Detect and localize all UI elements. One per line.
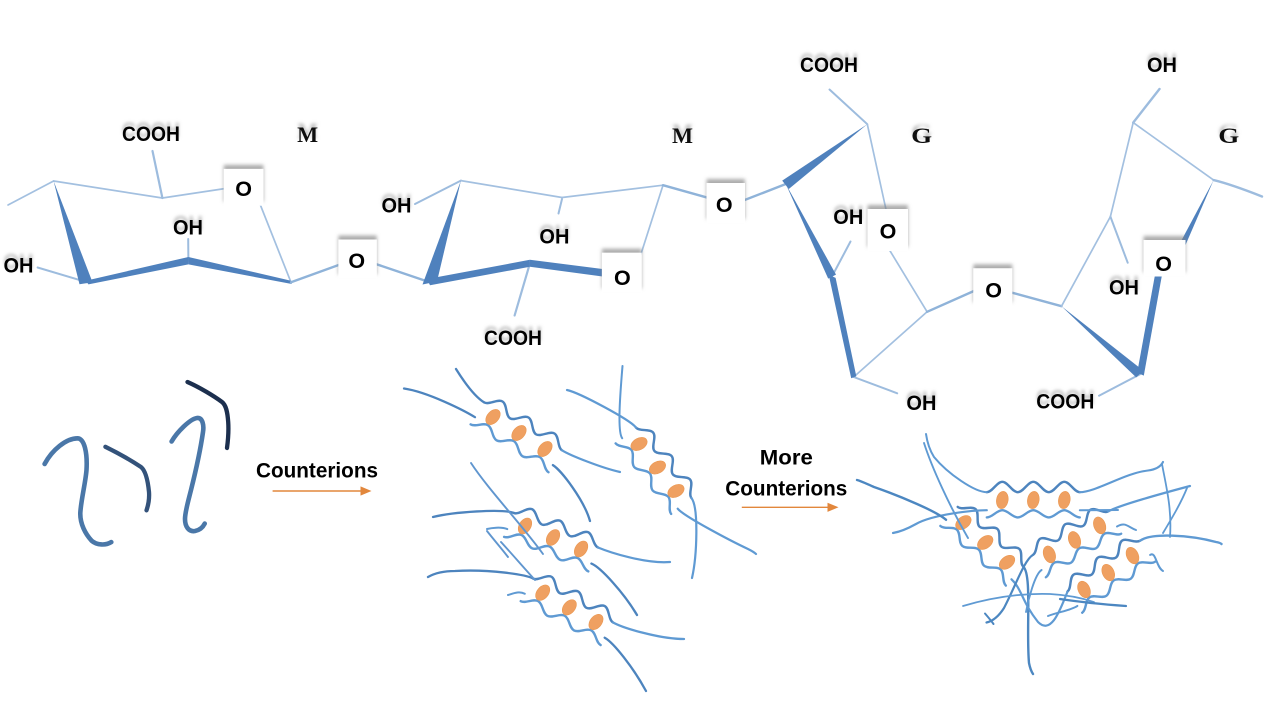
svg-text:OH: OH [1109,277,1139,300]
svg-text:OH: OH [382,195,412,218]
svg-text:O: O [348,249,365,273]
svg-text:O: O [614,266,631,290]
svg-text:O: O [985,278,1002,302]
svg-text:More: More [760,446,813,469]
svg-text:O: O [1155,252,1172,276]
svg-text:COOH: COOH [800,54,858,77]
svg-text:OH: OH [833,206,863,229]
svg-text:OH: OH [906,392,936,415]
svg-text:OH: OH [173,217,203,240]
svg-text:G: G [1218,123,1239,148]
svg-text:COOH: COOH [122,123,180,146]
svg-text:OH: OH [539,226,569,249]
svg-text:Counterions: Counterions [256,460,378,483]
svg-text:COOH: COOH [1036,391,1094,414]
svg-text:Counterions: Counterions [725,477,847,500]
svg-text:O: O [235,177,252,201]
svg-text:OH: OH [4,255,34,278]
svg-text:M: M [297,122,318,147]
svg-text:COOH: COOH [484,327,542,350]
svg-text:M: M [672,123,693,148]
svg-text:OH: OH [1147,54,1177,77]
svg-text:O: O [880,219,897,243]
svg-text:G: G [911,123,932,148]
svg-text:O: O [716,193,733,217]
